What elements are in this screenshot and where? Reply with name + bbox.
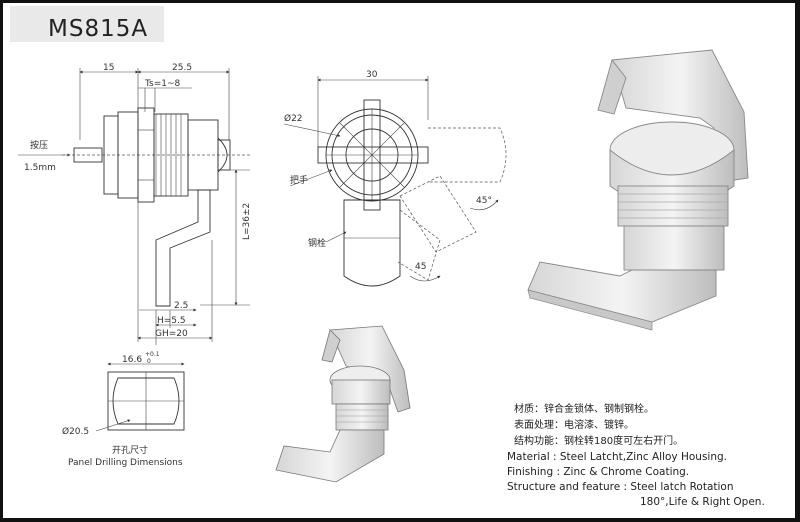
dim-dia22: Ø22 — [284, 113, 303, 124]
model-label-box: MS815A — [10, 6, 164, 42]
dim-l36: L=36±2 — [242, 203, 252, 240]
spec-en-material: Material : Steel Latcht,Zinc Alloy Housi… — [507, 451, 727, 463]
dim-dia20-5: Ø20.5 — [62, 426, 89, 437]
bolt-label: 钢栓 — [308, 237, 326, 249]
spec-en-finish: Finishing : Zinc & Chrome Coating. — [507, 466, 689, 478]
front-view: 30 Ø22 把手 45° 钢栓 45 — [283, 70, 507, 287]
dim-2-5: 2.5 — [174, 301, 188, 311]
press-label: 按压 — [30, 139, 48, 151]
dim-16-6-tol: +0.1 — [145, 351, 160, 358]
spec-cn-finish: 表面处理：电溶漆、镀锌。 — [514, 418, 634, 431]
spec-en-structure-2: 180°,Life & Right Open. — [640, 496, 765, 508]
angle-bottom: 45 — [415, 262, 426, 272]
model-number: MS815A — [48, 16, 149, 42]
press-mm: 1.5mm — [24, 163, 56, 173]
spec-block: 材质：锌合金锁体、钢制钢栓。 表面处理：电溶漆、镀锌。 结构功能：钢栓转180度… — [507, 402, 765, 508]
handle-label: 把手 — [290, 174, 308, 186]
dim-ts: Ts=1~8 — [144, 79, 181, 89]
dim-16-6: 16.6 — [122, 355, 142, 365]
spec-cn-material: 材质：锌合金锁体、钢制钢栓。 — [514, 402, 654, 415]
dim-30: 30 — [366, 70, 378, 80]
drill-label-cn: 开孔尺寸 — [112, 444, 148, 456]
dim-25-5: 25.5 — [172, 63, 192, 73]
dim-15: 15 — [103, 63, 114, 73]
small-3d-render — [275, 325, 411, 483]
large-3d-render — [527, 49, 749, 331]
angle-top: 45° — [476, 196, 492, 206]
spec-en-structure: Structure and feature : Steel latch Rota… — [507, 481, 734, 493]
dim-h5-5: H=5.5 — [157, 316, 186, 326]
panel-drilling-view: 16.6 +0.1 0 Ø20.5 开孔尺寸 Panel Drilling Di… — [62, 351, 185, 468]
dim-16-6-tol-low: 0 — [147, 358, 151, 365]
dim-gh20: GH=20 — [155, 329, 188, 339]
spec-cn-structure: 结构功能：钢栓转180度可左右开门。 — [514, 434, 683, 447]
drill-label-en: Panel Drilling Dimensions — [68, 458, 183, 468]
side-view: 15 25.5 Ts=1~8 按压 1.5mm — [18, 63, 252, 345]
